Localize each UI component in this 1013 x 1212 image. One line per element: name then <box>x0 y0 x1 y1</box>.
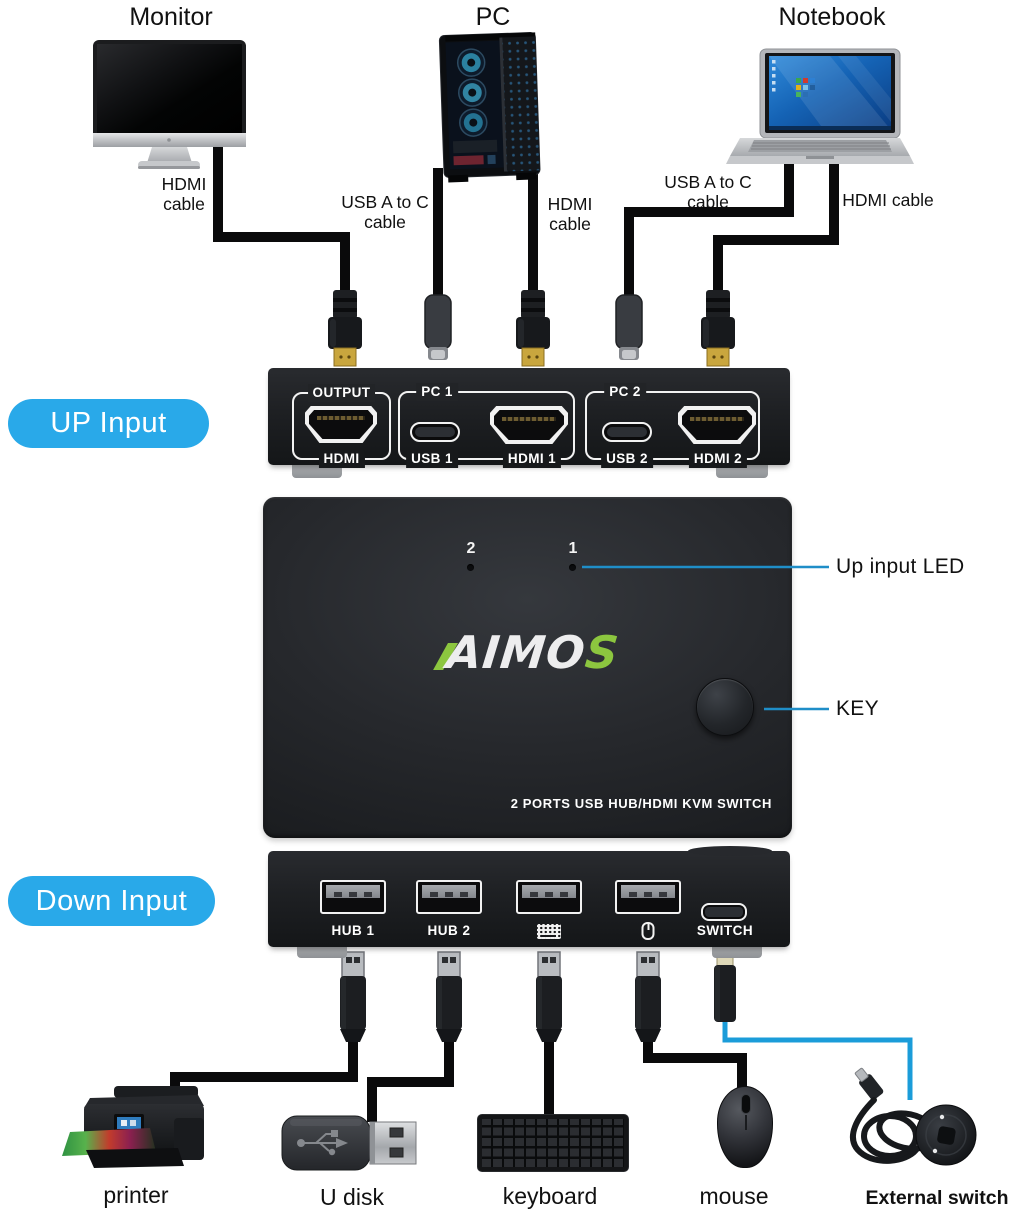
hdmi-output-label: HDMI <box>318 450 365 468</box>
up-input-badge: UP Input <box>8 399 209 448</box>
notebook-hdmi-cable-label: HDMI cable <box>842 190 934 210</box>
keyboard-illustration <box>477 1114 629 1172</box>
model-text: 2 PORTS USB HUB/HDMI KVM SWITCH <box>510 796 772 811</box>
hub1-label: HUB 1 <box>331 923 375 938</box>
hub2-label: HUB 2 <box>427 923 471 938</box>
output-label: OUTPUT <box>307 384 376 402</box>
led-1-label: 1 <box>568 540 578 557</box>
hub2-port <box>416 880 482 914</box>
monitor-hdmi-cable-label: HDMI cable <box>161 174 207 215</box>
mouse-icon <box>641 922 655 940</box>
keyboard-label: keyboard <box>502 1183 598 1209</box>
mouse-illustration <box>717 1086 773 1168</box>
mouse-port <box>615 880 681 914</box>
down-input-badge: Down Input <box>8 876 215 926</box>
monitor-illustration <box>93 40 246 169</box>
mouse-cable <box>643 1034 747 1100</box>
hdmi-connector <box>515 285 551 367</box>
hdmi-output-port <box>305 406 377 443</box>
hdmi1-port <box>490 406 568 444</box>
hub1-port <box>320 880 386 914</box>
logo-text-accent: S <box>582 625 622 679</box>
usb2-label: USB 2 <box>601 450 653 468</box>
micro-usb-connector <box>713 951 737 1023</box>
led-1-indicator <box>569 564 576 571</box>
key-annotation: KEY <box>836 697 879 720</box>
top-port-panel: OUTPUT HDMI PC 1 USB 1 HDMI 1 PC 2 USB 2… <box>268 368 790 468</box>
output-port-group: OUTPUT HDMI <box>292 384 391 468</box>
up-input-led-annotation: Up input LED <box>836 555 965 578</box>
external-switch-label: External switch <box>865 1187 1009 1209</box>
pc-usb-cable-label: USB A to C cable <box>341 192 429 233</box>
monitor-label: Monitor <box>129 3 213 31</box>
pc2-label: PC 2 <box>604 383 646 401</box>
hdmi1-label: HDMI 1 <box>502 450 562 468</box>
notebook-label: Notebook <box>778 3 886 31</box>
hdmi-connector <box>700 285 736 367</box>
usb-c-connector <box>424 282 452 361</box>
pc2-port-group: PC 2 USB 2 HDMI 2 <box>585 383 760 468</box>
usb1-port <box>410 422 460 442</box>
external-switch-blue-cable <box>722 1015 913 1100</box>
pc1-port-group: PC 1 USB 1 HDMI 1 <box>398 383 575 468</box>
notebook-usb-cable <box>624 150 794 300</box>
pc-tower-illustration <box>438 32 541 183</box>
usb-a-connector <box>535 951 563 1043</box>
usb-a-connector <box>339 951 367 1043</box>
usb-a-connector <box>634 951 662 1043</box>
key-button[interactable] <box>696 678 754 736</box>
printer-label: printer <box>103 1182 169 1208</box>
key-button-edge <box>688 846 772 856</box>
hdmi2-label: HDMI 2 <box>688 450 748 468</box>
notebook-illustration <box>726 48 914 164</box>
printer-illustration <box>62 1086 204 1168</box>
usb1-label: USB 1 <box>406 450 458 468</box>
hdmi2-port <box>678 406 756 444</box>
bottom-cables <box>170 1034 747 1130</box>
keyboard-icon <box>537 924 561 939</box>
mouse-label: mouse <box>699 1183 769 1209</box>
usb-a-connector <box>435 951 463 1043</box>
udisk-label: U disk <box>320 1184 384 1210</box>
hdmi-connector <box>327 285 363 367</box>
top-cables <box>213 135 839 300</box>
led-2-indicator <box>467 564 474 571</box>
notebook-hdmi-cable <box>713 150 839 295</box>
external-switch-illustration <box>849 1067 977 1166</box>
switch-label: SWITCH <box>696 923 754 938</box>
led-2-label: 2 <box>466 540 476 557</box>
udisk-cable <box>367 1034 454 1122</box>
bottom-port-panel: HUB 1 HUB 2 SWITCH <box>268 846 790 947</box>
mouse-scroll-wheel <box>741 1094 751 1114</box>
usb-c-connector <box>615 282 643 361</box>
switch-port <box>701 903 747 921</box>
udisk-illustration <box>281 1115 417 1171</box>
usb2-port <box>602 422 652 442</box>
logo-text-main: AIMO <box>444 625 589 679</box>
keyboard-port <box>516 880 582 914</box>
pc-label: PC <box>475 3 511 31</box>
pc-hdmi-cable-label: HDMI cable <box>547 194 593 235</box>
monitor-hdmi-cable <box>213 135 350 295</box>
pc1-label: PC 1 <box>416 383 458 401</box>
